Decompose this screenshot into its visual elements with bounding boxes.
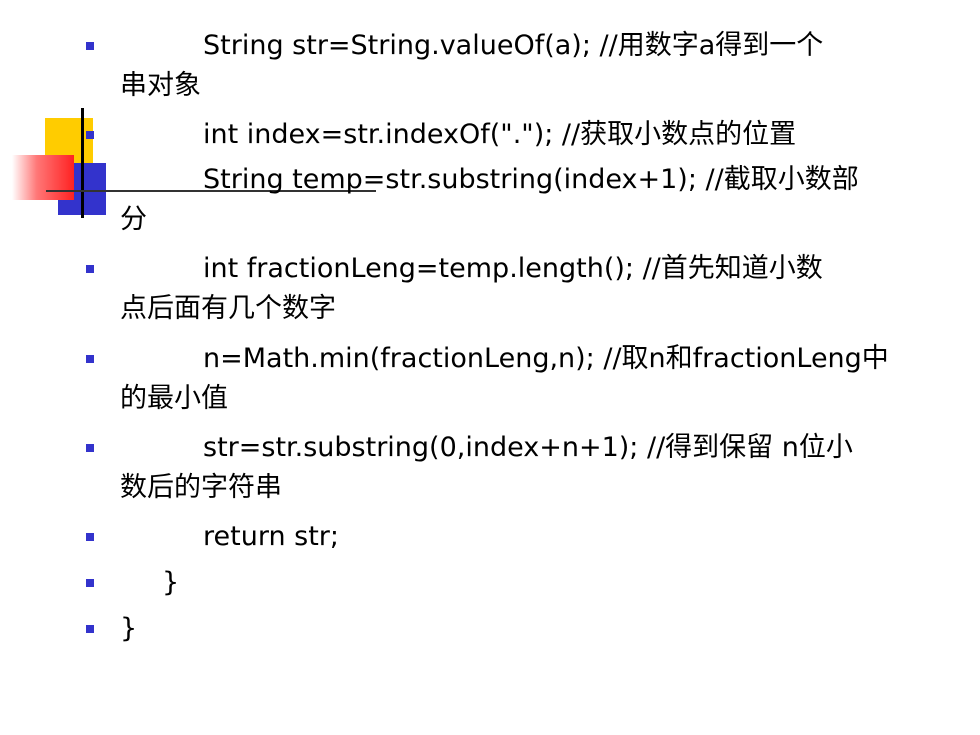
code-line: int index=str.indexOf("."); //获取小数点的位置 xyxy=(203,119,797,150)
decor-horizontal-line xyxy=(46,190,376,192)
bullet-square-icon xyxy=(86,265,94,273)
bullet-square-icon xyxy=(86,533,94,541)
code-line-continuation: 的最小值 xyxy=(120,383,228,414)
bullet-square-icon xyxy=(86,355,94,363)
decor-vertical-line xyxy=(81,108,84,218)
code-line-continuation: 数后的字符串 xyxy=(120,472,282,503)
bullet-square-icon xyxy=(86,176,94,184)
code-line-continuation: 串对象 xyxy=(120,70,201,101)
code-line: int fractionLeng=temp.length(); //首先知道小数 xyxy=(203,253,823,284)
code-line: } xyxy=(120,613,138,644)
decor-red-gradient xyxy=(12,155,74,200)
bullet-square-icon xyxy=(86,625,94,633)
code-line: str=str.substring(0,index+n+1); //得到保留 n… xyxy=(203,432,853,463)
code-line: String temp=str.substring(index+1); //截取… xyxy=(203,164,859,195)
bullet-square-icon xyxy=(86,579,94,587)
bullet-square-icon xyxy=(86,131,94,139)
bullet-square-icon xyxy=(86,444,94,452)
bullet-square-icon xyxy=(86,42,94,50)
code-line: return str; xyxy=(203,521,339,552)
code-line: } xyxy=(162,567,180,598)
code-line: n=Math.min(fractionLeng,n); //取n和fractio… xyxy=(203,343,889,374)
code-line-continuation: 分 xyxy=(120,204,147,235)
code-line-continuation: 点后面有几个数字 xyxy=(120,293,336,324)
code-line: String str=String.valueOf(a); //用数字a得到一个 xyxy=(203,30,824,61)
